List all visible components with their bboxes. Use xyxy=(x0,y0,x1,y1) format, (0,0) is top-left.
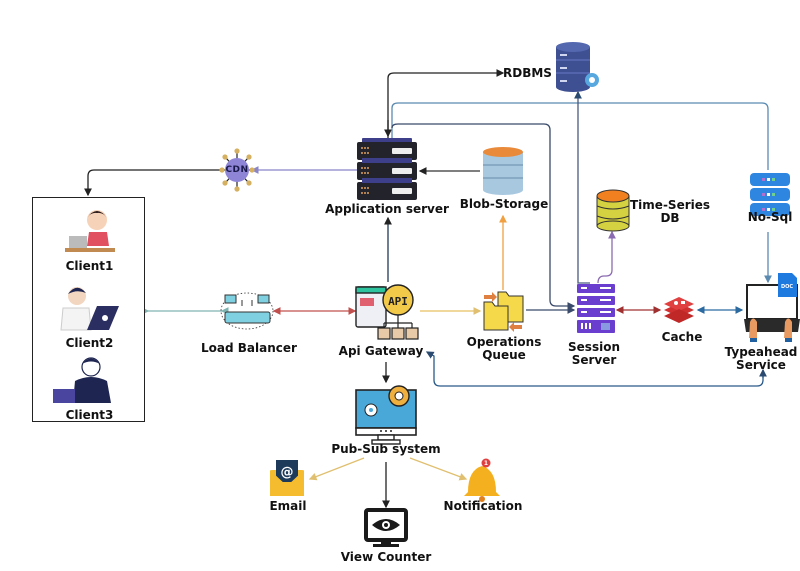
client2-icon xyxy=(60,287,119,331)
queue-label-line2: Queue xyxy=(482,348,526,362)
session-label-line2: Server xyxy=(571,353,617,367)
session-server-icon xyxy=(577,284,615,333)
blob-storage-icon xyxy=(483,147,523,195)
app-server-label: Application server xyxy=(325,202,449,216)
edge-pubsub-email xyxy=(308,457,365,481)
cache-label: Cache xyxy=(661,330,703,344)
client1-label: Client1 xyxy=(65,259,114,273)
notification-label: Notification xyxy=(443,499,523,513)
typeahead-label-line2: Service xyxy=(736,358,786,372)
cdn-network-icon xyxy=(219,148,255,192)
cdn-label: CDN xyxy=(225,165,249,175)
api-gateway-icon: API xyxy=(355,284,419,340)
folder-queue-icon xyxy=(483,291,524,332)
nosql-database-icon xyxy=(750,173,790,216)
server-rack-icon xyxy=(357,138,417,200)
bell-icon: 1 xyxy=(464,458,500,502)
load-balancer-icon xyxy=(220,292,274,330)
queue-label-line1: Operations xyxy=(466,335,542,349)
edge-typeahead-api xyxy=(425,351,764,387)
rdbms-label: RDBMS xyxy=(503,66,552,80)
typing-laptop-icon: DOC xyxy=(744,273,800,342)
client1-icon xyxy=(65,210,115,252)
database-gear-icon xyxy=(556,42,599,92)
api-gateway-label: Api Gateway xyxy=(338,344,424,358)
cache-redis-icon xyxy=(664,297,694,323)
monitor-gear-icon xyxy=(355,385,417,445)
email-label: Email xyxy=(269,499,307,513)
edge-appserver-nosql xyxy=(391,102,769,170)
edge-cdn-clients xyxy=(84,169,222,197)
email-at-symbol: @ xyxy=(281,465,294,480)
view-counter-label: View Counter xyxy=(340,550,432,564)
client2-label: Client2 xyxy=(65,336,114,350)
session-label-line1: Session xyxy=(568,340,620,354)
edge-pubsub-notification xyxy=(409,457,468,481)
blob-storage-label: Blob-Storage xyxy=(459,197,549,211)
database-icon xyxy=(596,189,630,232)
edges xyxy=(84,69,772,509)
doc-badge: DOC xyxy=(781,284,793,290)
edge-appserver-rdbms xyxy=(387,69,505,138)
typeahead-label-line1: Typeahead xyxy=(724,345,798,359)
tsdb-label-line2: DB xyxy=(660,211,680,225)
pubsub-label: Pub-Sub system xyxy=(331,442,441,456)
client3-icon xyxy=(53,357,111,403)
eye-monitor-icon xyxy=(364,508,408,547)
email-envelope-icon: @ xyxy=(270,460,304,496)
edge-session-rdbms xyxy=(574,90,590,284)
edge-session-tsdb xyxy=(597,230,616,284)
edge-appserver-session xyxy=(391,123,576,310)
clients-group: Client1 Client2 Client3 xyxy=(32,197,145,422)
api-icon-text: API xyxy=(388,295,408,308)
client3-label: Client3 xyxy=(65,408,114,422)
tsdb-label-line1: Time-Series xyxy=(630,198,711,212)
nosql-label: No-Sql xyxy=(747,210,793,224)
notification-badge: 1 xyxy=(484,460,488,467)
load-balancer-label: Load Balancer xyxy=(201,341,297,355)
